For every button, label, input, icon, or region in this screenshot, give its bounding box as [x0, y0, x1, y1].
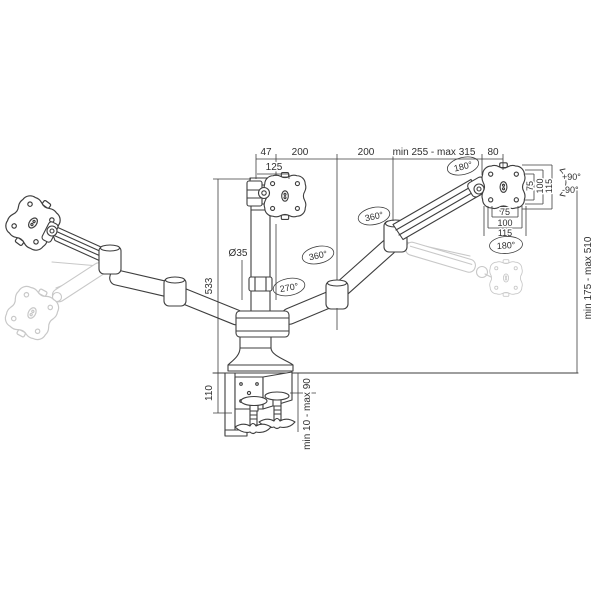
dim-vesa-bottom-75: 75: [500, 207, 510, 217]
dim-vesa-bottom-100: 100: [497, 218, 512, 228]
dim-top-125: 125: [266, 162, 283, 173]
angle-label-180-top: 180°: [453, 159, 474, 173]
base-cone: [227, 347, 294, 372]
cable-clip: [248, 276, 273, 292]
angle-label-360-mid: 360°: [308, 249, 329, 263]
ghost-positions: [0, 240, 523, 347]
wing-knob: [234, 422, 272, 435]
clamp-side-plate: [224, 372, 236, 436]
left-arm: [0, 188, 245, 326]
dim-vesa-side-100: 100: [535, 178, 545, 193]
right-vesa-plate: [481, 162, 526, 212]
dim-top-200-b: 200: [358, 147, 375, 158]
dimension-annotations: 47 200 200 min 255 - max 315 80 125 533 …: [203, 146, 596, 452]
right-arm: [281, 176, 489, 325]
dim-top-80: 80: [487, 147, 499, 158]
dim-tilt-down: -90°: [562, 185, 579, 195]
desk-thickness-dimension: min 10 - max 90: [290, 373, 316, 451]
top-vesa-assembly: [246, 171, 307, 221]
clamp-screw-front: [234, 395, 272, 435]
dim-pole-height-533: 533: [204, 277, 215, 294]
dim-desk-thickness: min 10 - max 90: [302, 378, 313, 450]
angle-label-360-elbow: 360°: [364, 210, 385, 224]
dim-top-min255-max315: min 255 - max 315: [393, 147, 476, 158]
ghost-right-vesa-plate: [489, 259, 523, 297]
arm-hub: [235, 310, 290, 338]
left-gas-spring-arm: [48, 222, 108, 265]
angle-label-270-pole: 270°: [279, 281, 299, 294]
height-range-dimension: min 175 - max 510: [570, 187, 596, 373]
dim-pole-diameter: Ø35: [229, 248, 248, 259]
vesa-bottom-dimensions: 75 100 115: [483, 206, 527, 240]
dim-top-200-a: 200: [292, 147, 309, 158]
pole-height-dimension: 533 110: [203, 178, 251, 414]
pole-diameter-dimension: Ø35: [227, 247, 249, 300]
ghost-left-vesa-plate: [0, 279, 65, 347]
angle-swivel-pole: 270°: [272, 277, 306, 297]
vesa-side-dimensions: 75 100 115: [522, 164, 556, 210]
dim-vesa-side-75: 75: [525, 181, 535, 191]
top-dimension-chain: 47 200 200 min 255 - max 315 80 125: [255, 146, 504, 330]
base-neck: [239, 336, 272, 349]
left-vesa-plate: [0, 188, 67, 258]
dim-top-47: 47: [260, 147, 272, 158]
dim-tilt-up: +90°: [562, 172, 581, 182]
angle-rotate-right-vesa: 180°: [489, 236, 523, 254]
ghost-right-arm: [401, 240, 492, 279]
dim-vesa-side-115: 115: [544, 179, 554, 193]
dim-clamp-height-110: 110: [204, 385, 215, 401]
angle-label-180-right: 180°: [496, 240, 516, 251]
angle-swivel-mid: 360°: [301, 245, 335, 265]
desk-clamp: [224, 336, 296, 437]
mount-drawing: [0, 162, 579, 437]
dim-height-range: min 175 - max 510: [583, 236, 594, 319]
top-vesa-plate: [263, 171, 307, 221]
tilt-angle-annotation: +90° -90°: [559, 168, 583, 197]
